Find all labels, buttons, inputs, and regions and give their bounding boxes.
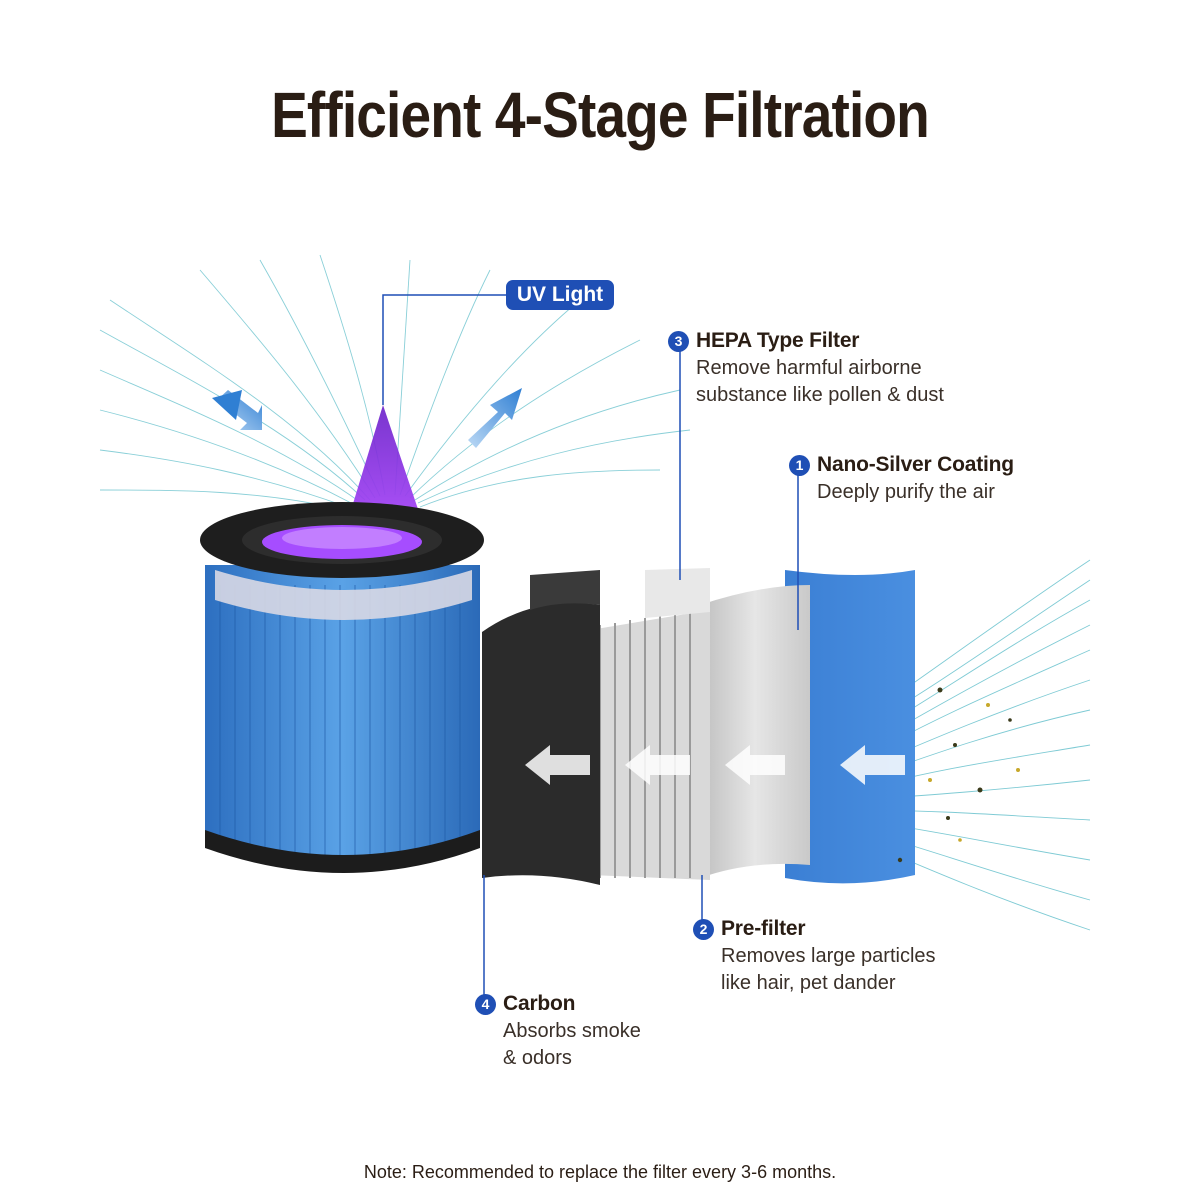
uv-connector-line [382,294,506,405]
stage-title: Carbon [503,992,576,1015]
stage-description: Removes large particles like hair, pet d… [721,943,936,997]
stage-number-badge: 3 [668,330,689,352]
uv-light-tag: UV Light [506,280,614,310]
stage-description: Remove harmful airborne substance like p… [696,355,944,409]
airflow-arrow-left [212,390,262,430]
stage-nano-silver: 1 Nano-Silver Coating Deeply purify the … [789,453,1014,506]
stage-hepa: 3 HEPA Type Filter Remove harmful airbor… [668,329,944,409]
particles [897,687,1020,863]
stage-desc-line: & odors [503,1047,572,1069]
stage-desc-line: substance like pollen & dust [696,384,944,406]
pre-filter-sheet [700,585,810,878]
flow-arrows [525,745,905,785]
carbon-block [482,602,600,885]
cylinder-filter [200,502,484,873]
stage-desc-line: Removes large particles [721,945,936,967]
stage-description: Absorbs smoke & odors [503,1018,641,1072]
nano-silver-sheet [785,570,915,884]
stage-number-badge: 4 [475,993,496,1015]
stage-description: Deeply purify the air [817,479,1014,506]
stage-title: Pre-filter [721,917,806,940]
stage-title: HEPA Type Filter [696,329,860,352]
stage-carbon: 4 Carbon Absorbs smoke & odors [475,992,641,1072]
replacement-note: Note: Recommended to replace the filter … [363,1162,837,1182]
stage-desc-line: like hair, pet dander [721,972,896,994]
hepa-filter-pleats [590,568,710,880]
airflow-arrow-right [468,388,522,448]
stage-desc-line: Absorbs smoke [503,1020,641,1042]
stage-title: Nano-Silver Coating [817,453,1014,476]
stage-desc-line: Deeply purify the air [817,481,995,503]
stage-number-badge: 2 [693,918,714,940]
page-title: Efficient 4-Stage Filtration [271,79,930,151]
stage-desc-line: Remove harmful airborne [696,357,922,379]
stage-pre-filter: 2 Pre-filter Removes large particles lik… [693,917,936,997]
stage-number-badge: 1 [789,454,810,476]
